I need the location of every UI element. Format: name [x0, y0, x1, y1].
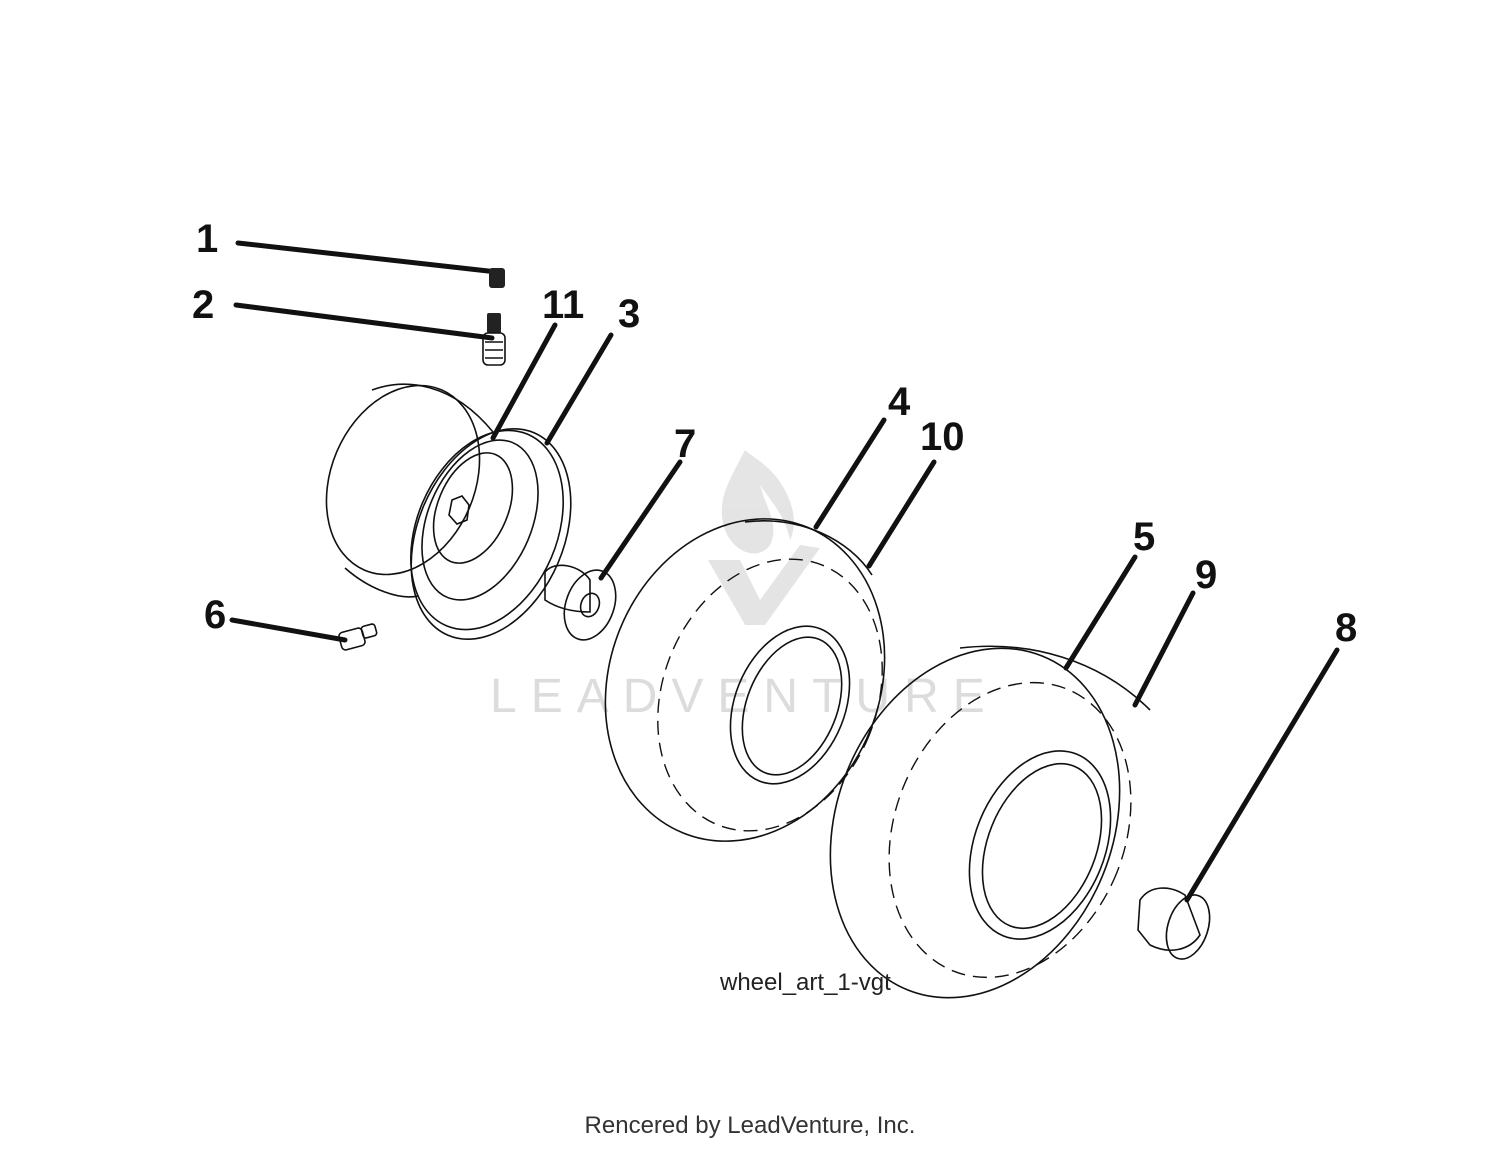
callout-8: 8 — [1335, 606, 1357, 650]
valve-stem-part — [482, 313, 506, 366]
rim-back-flange — [325, 384, 481, 576]
tire-1-tread-dashed — [657, 558, 883, 832]
callout-5: 5 — [1133, 515, 1155, 559]
callout-4: 4 — [888, 380, 911, 424]
hub-cap-body — [1137, 887, 1201, 951]
leader-8 — [1184, 647, 1340, 903]
tire-2-bead — [968, 750, 1112, 940]
leader-6 — [229, 617, 348, 643]
bushing-7-bore — [579, 592, 601, 618]
wheel-rim-part — [325, 383, 572, 640]
bushing-part-6 — [338, 623, 378, 651]
watermark-flame-icon — [721, 450, 794, 554]
art-label: wheel_art_1-vgt — [719, 969, 891, 996]
hub-cap-part-8 — [1137, 887, 1211, 960]
rim-barrel-top — [371, 383, 494, 433]
leader-7 — [598, 459, 683, 581]
leader-1 — [235, 240, 500, 275]
leader-10 — [866, 459, 937, 569]
callout-9: 9 — [1195, 553, 1217, 597]
tire-2-outer — [829, 647, 1121, 999]
rim-front-flange — [410, 429, 564, 631]
valve-stem-top — [487, 313, 501, 333]
rim-hub-hex — [448, 495, 470, 525]
leadventure-watermark: LEADVENTURE — [490, 450, 999, 723]
leader-5 — [1063, 554, 1138, 671]
tire-2-back-edge — [959, 645, 1151, 711]
rim-seal-ring — [410, 428, 572, 640]
callout-7: 7 — [674, 422, 696, 466]
rim-barrel-bottom — [344, 567, 419, 598]
leader-lines — [229, 240, 1340, 903]
flanged-bushing-part-7 — [544, 564, 617, 641]
callout-10: 10 — [920, 415, 965, 459]
valve-cap-part — [489, 268, 505, 288]
valve-cap-body — [489, 268, 505, 288]
tire-2-bead-inner — [981, 762, 1103, 930]
callout-2: 2 — [192, 283, 214, 327]
tire-2-tread-dashed — [888, 681, 1132, 979]
footer-credit: Rencered by LeadVenture, Inc. — [585, 1112, 916, 1139]
callout-6: 6 — [204, 593, 226, 637]
callout-labels: 1 2 11 3 7 4 10 6 5 9 8 — [192, 217, 1357, 650]
front-tire-part — [604, 518, 886, 842]
hub-cap-face — [1165, 894, 1211, 960]
bushing-6-neck — [360, 623, 378, 639]
valve-stem-base — [482, 332, 506, 366]
callout-11: 11 — [542, 283, 584, 327]
bushing-7-flange — [563, 569, 617, 641]
tire-1-bead — [729, 625, 851, 785]
tire-1-back-edge — [744, 520, 873, 576]
leader-11 — [490, 322, 558, 441]
leader-4 — [813, 417, 887, 530]
callout-1: 1 — [196, 217, 218, 261]
callout-3: 3 — [618, 292, 640, 336]
rear-tire-part — [829, 645, 1151, 999]
leader-9 — [1132, 590, 1196, 708]
watermark-text: LEADVENTURE — [490, 670, 999, 723]
tire-1-bead-inner — [741, 636, 843, 776]
rim-inner-ring — [421, 439, 539, 601]
rim-dish — [432, 452, 514, 564]
leader-3 — [544, 332, 614, 446]
bushing-7-shaft — [544, 564, 591, 613]
leader-2 — [233, 302, 495, 341]
watermark-v-icon — [708, 545, 820, 625]
